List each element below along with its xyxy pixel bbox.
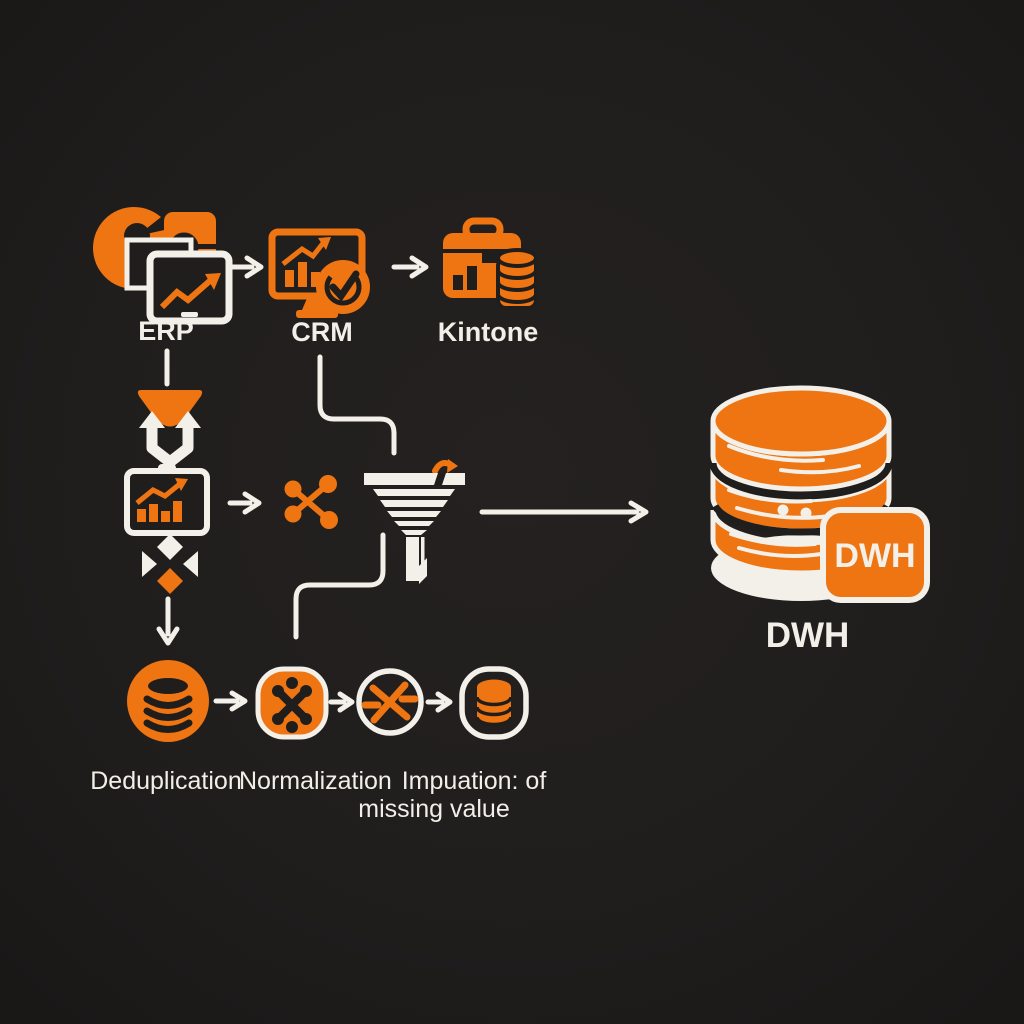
deduplication-label: Deduplication [90,767,242,795]
scatter-link-dots-icon [284,475,338,529]
merge-funnel-arrows-icon [137,390,203,468]
erp-devices-icon [93,207,233,325]
erp-label: ERP [138,316,194,346]
crm-label: CRM [291,317,353,347]
arrow-funnel-to-dwh [479,500,649,524]
normalization-label: Normalization [239,767,392,795]
arrow-impute-to-output [425,691,453,713]
imputation-label-line2: missing value [358,795,510,823]
bar-chart-tablet-icon [124,464,210,536]
crm-monitor-check-icon [268,228,370,318]
data-warehouse-cylinder-icon: DWH [709,385,930,603]
dwh-badge-text: DWH [834,537,915,575]
dwh-badge: DWH [820,507,930,603]
four-way-diamond-icon [142,534,198,594]
arrow-dedup-to-norm [213,690,248,712]
imputation-label-line1: Impuation: of [401,767,547,795]
kintone-briefcase-database-icon [443,217,538,310]
network-dots-x-icon [255,666,329,740]
arrow-tablet-to-scatter [227,491,262,515]
arrow-diamond-down [156,596,180,646]
filter-funnel-icon [364,459,465,584]
database-in-circle-icon [127,660,209,742]
arrow-norm-to-impute [328,691,355,713]
database-in-squircle-icon [459,666,529,740]
dwh-label: DWH [765,616,850,655]
crossed-lines-circle-icon [356,668,424,736]
connector-funnel-to-normalization [293,532,386,640]
arrow-crm-to-kintone [391,255,429,279]
arrow-erp-to-crm [226,255,264,279]
kintone-label: Kintone [437,317,539,347]
connector-crm-to-funnel [317,354,397,456]
